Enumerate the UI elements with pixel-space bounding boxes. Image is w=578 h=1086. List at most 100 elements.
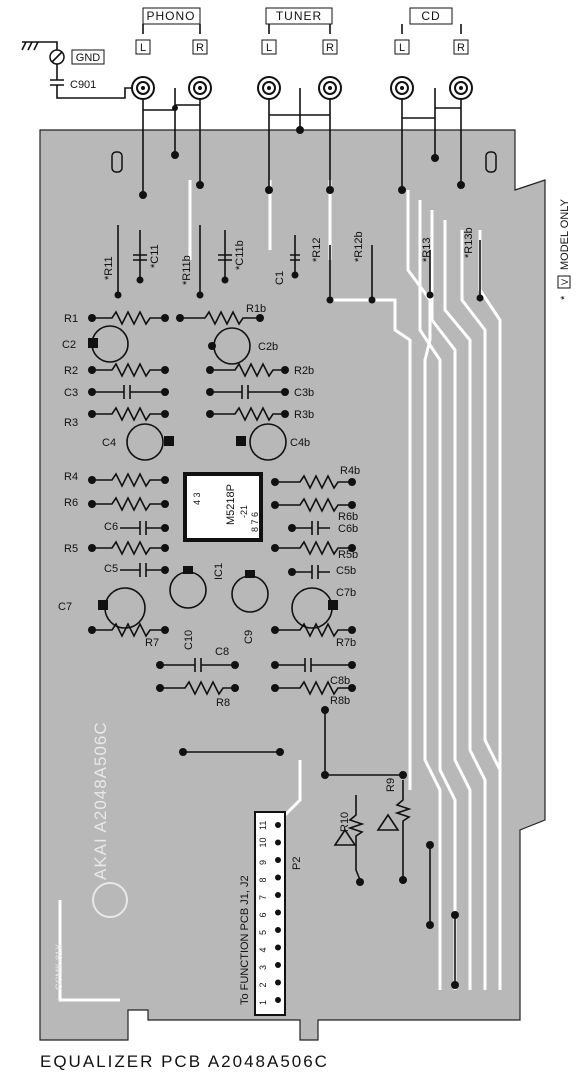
connector-pin-number: 11 xyxy=(258,821,268,830)
connector-pin-number: 9 xyxy=(258,860,268,865)
lower-wiring: R10 R9 xyxy=(179,706,459,989)
connector-pin-number: 1 xyxy=(258,1000,268,1005)
input-components: *R11 *C11 *R11b *C11b C1 *R12 *R12b *R13… xyxy=(103,225,484,304)
c7-label: C7 xyxy=(58,601,72,613)
connector-pin-pad xyxy=(275,979,281,986)
c2b-label: C2b xyxy=(258,341,278,353)
r4b-label: R4b xyxy=(340,465,360,477)
rca-jack xyxy=(390,76,414,100)
cd-label: CD xyxy=(421,9,440,23)
p2-label: P2 xyxy=(291,857,303,870)
c5-label: C5 xyxy=(104,563,118,575)
ic-part-suffix: -21 xyxy=(239,505,249,518)
tuner-r-box xyxy=(322,39,338,55)
rca-jack xyxy=(188,76,212,100)
r1-label: R1 xyxy=(64,313,78,325)
phono-label-box xyxy=(142,7,201,25)
connector-pin-number: 3 xyxy=(258,965,268,970)
r2b-label: R2b xyxy=(294,365,314,377)
left-channel: R1 C2 R2 C3 R3 C4 R4 R6 C6 R5 C5 C7 xyxy=(58,310,239,709)
board-code: GCMK-81X xyxy=(54,944,64,990)
ic-pins-top: 4 3 xyxy=(192,492,202,505)
r5-label: R5 xyxy=(64,543,78,555)
mount-slot-right xyxy=(485,151,497,173)
gnd-box xyxy=(71,49,105,65)
model-only-note: * V MODEL ONLY xyxy=(557,198,571,300)
r13b-label: *R13b xyxy=(463,227,475,258)
input-jack-area: PHONO L R TUNER L R CD L R xyxy=(131,7,473,199)
connector-pin-pad xyxy=(275,839,281,846)
svg-text:*: * xyxy=(559,295,571,300)
r9-label: R9 xyxy=(385,778,397,792)
rca-jack xyxy=(449,76,473,100)
connector-pin-pad xyxy=(275,857,281,863)
ic1-label: IC1 xyxy=(213,563,225,580)
phono-label: PHONO xyxy=(146,9,195,23)
c8-label: C8 xyxy=(215,646,229,658)
connector-pin-number: 10 xyxy=(258,837,268,847)
connector-pin-pad xyxy=(275,944,281,951)
tuner-l-box xyxy=(261,39,277,55)
connector-pin-number: 2 xyxy=(258,982,268,987)
connector-pin-pad xyxy=(275,874,281,881)
c6b-label: C6b xyxy=(338,523,358,535)
r6b-label: R6b xyxy=(338,511,358,523)
copper-traces xyxy=(58,180,502,1002)
r8-label: R8 xyxy=(216,697,230,709)
connector-pin-pad xyxy=(275,822,281,828)
board-silk: AKAI A2048A506C xyxy=(91,721,110,880)
svg-text:V: V xyxy=(560,279,570,285)
r5b-label: R5b xyxy=(338,549,358,561)
c901-label: C901 xyxy=(70,79,96,91)
c9-label: C9 xyxy=(243,630,255,644)
c6-label: C6 xyxy=(104,521,118,533)
r2-label: R2 xyxy=(64,365,78,377)
c11b-label: *C11b xyxy=(234,240,246,270)
connector-label: To FUNCTION PCB J1, J2 xyxy=(239,875,251,1005)
r10-label: R10 xyxy=(339,812,351,832)
ic-pins-bottom: 8 7 6 xyxy=(250,512,260,532)
rca-jack xyxy=(318,76,342,100)
r3-label: R3 xyxy=(64,417,78,429)
connector-pin-number: 5 xyxy=(258,930,268,935)
connector-pin-number: 8 xyxy=(258,877,268,882)
cd-l-label: L xyxy=(399,42,405,54)
right-channel: R1b C2b R2b C3b R3b C4b R4b R6b C6b R5b … xyxy=(176,303,360,707)
ic-part-number: M5218P xyxy=(225,484,237,525)
r4-label: R4 xyxy=(64,471,78,483)
r13-label: *R13 xyxy=(421,238,433,262)
tuner-label: TUNER xyxy=(276,9,322,23)
r12b-label: *R12b xyxy=(353,231,365,262)
connector-pin-pad xyxy=(275,927,281,933)
c10-label: C10 xyxy=(183,630,195,650)
connector-pin-number: 6 xyxy=(258,912,268,917)
tuner-label-box xyxy=(265,7,333,25)
c4-label: C4 xyxy=(102,437,116,449)
cd-label-box xyxy=(409,7,453,25)
r11-label: *R11 xyxy=(103,256,115,280)
r8b-label: R8b xyxy=(330,695,350,707)
connector-pin-number: 7 xyxy=(258,895,268,900)
r1b-label: R1b xyxy=(246,303,266,315)
tuner-l-label: L xyxy=(266,42,272,54)
r11b-label: *R11b xyxy=(181,255,193,285)
r7b-label: R7b xyxy=(336,637,356,649)
phono-l-label: L xyxy=(140,42,146,54)
svg-text:MODEL ONLY: MODEL ONLY xyxy=(559,198,571,270)
cd-r-box xyxy=(453,39,469,55)
c4b-label: C4b xyxy=(290,437,310,449)
tuner-r-label: R xyxy=(326,42,334,54)
diagram-caption: EQUALIZER PCB A2048A506C xyxy=(40,1052,329,1071)
rca-jack xyxy=(131,76,155,100)
rca-jack xyxy=(257,76,281,100)
c5b-label: C5b xyxy=(336,565,356,577)
ground-section: GND C901 xyxy=(21,41,133,99)
cd-r-label: R xyxy=(457,42,465,54)
connector-pin-pad xyxy=(275,962,281,968)
c1-label: C1 xyxy=(274,271,286,285)
phono-r-label: R xyxy=(196,42,204,54)
r6-label: R6 xyxy=(64,497,78,509)
phono-r-box xyxy=(192,39,208,55)
mount-slot-left xyxy=(111,151,123,173)
